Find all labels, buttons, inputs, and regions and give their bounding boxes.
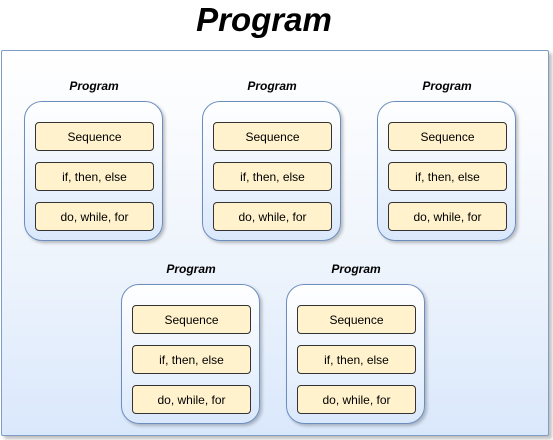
program-box: Sequence if, then, else do, while, for xyxy=(377,101,516,241)
if-then-else-block: if, then, else xyxy=(213,162,332,191)
do-while-for-block: do, while, for xyxy=(388,202,507,231)
program-label: Program xyxy=(422,79,472,93)
sequence-block: Sequence xyxy=(35,122,154,151)
diagram-title: Program xyxy=(196,1,332,38)
if-then-else-block: if, then, else xyxy=(132,345,251,374)
sequence-block: Sequence xyxy=(213,122,332,151)
program-label: Program xyxy=(331,262,381,276)
do-while-for-block: do, while, for xyxy=(297,385,416,414)
do-while-for-block: do, while, for xyxy=(213,202,332,231)
program-box: Sequence if, then, else do, while, for xyxy=(121,284,260,424)
sequence-block: Sequence xyxy=(132,305,251,334)
program-label: Program xyxy=(69,79,119,93)
program-label: Program xyxy=(166,262,216,276)
program-label: Program xyxy=(247,79,297,93)
program-box: Sequence if, then, else do, while, for xyxy=(24,101,163,241)
program-box: Sequence if, then, else do, while, for xyxy=(202,101,341,241)
if-then-else-block: if, then, else xyxy=(35,162,154,191)
if-then-else-block: if, then, else xyxy=(297,345,416,374)
do-while-for-block: do, while, for xyxy=(35,202,154,231)
program-box: Sequence if, then, else do, while, for xyxy=(286,284,425,424)
sequence-block: Sequence xyxy=(388,122,507,151)
sequence-block: Sequence xyxy=(297,305,416,334)
do-while-for-block: do, while, for xyxy=(132,385,251,414)
if-then-else-block: if, then, else xyxy=(388,162,507,191)
